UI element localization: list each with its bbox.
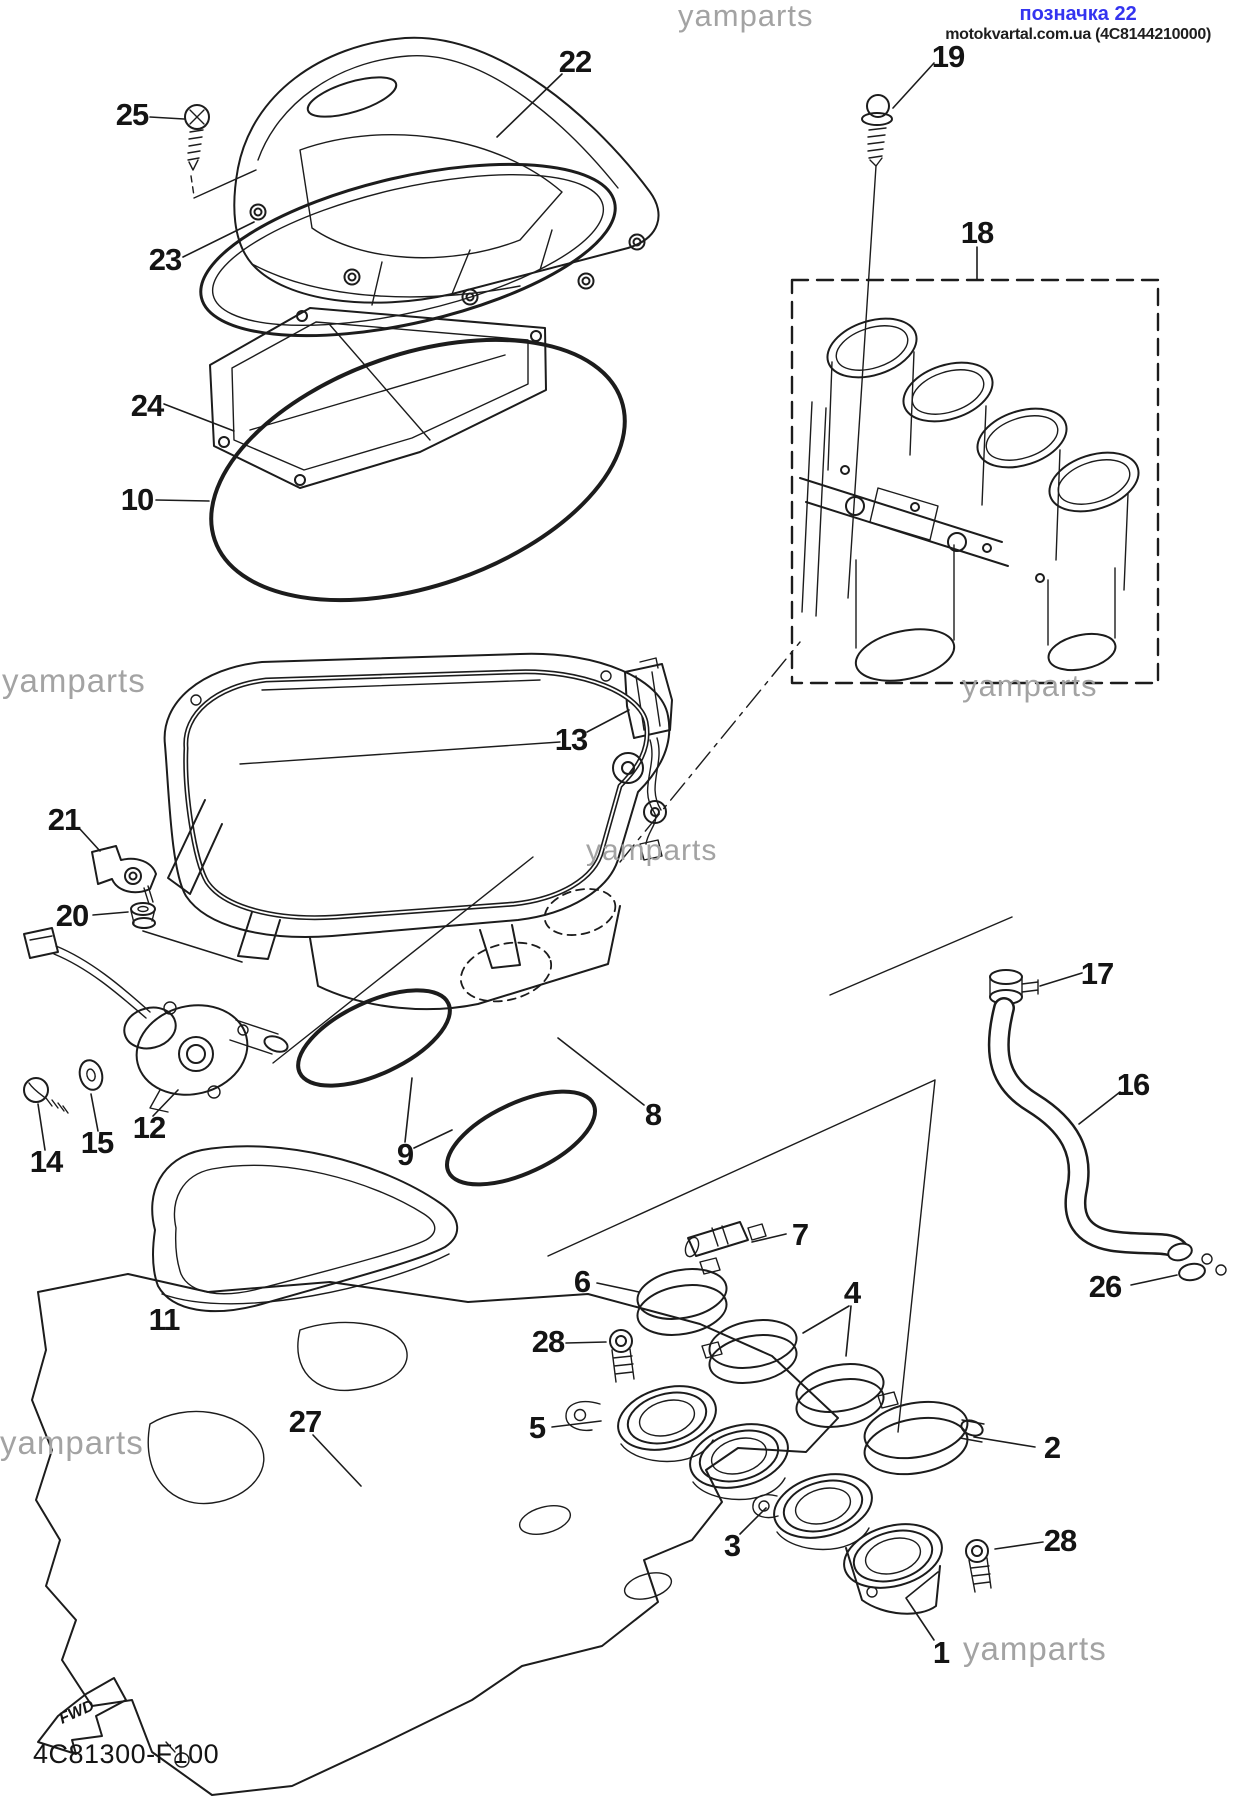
axis-lines (272, 641, 1013, 1433)
joint-boots-drawing (565, 1385, 943, 1615)
callout-28-28: 28 (1043, 1523, 1077, 1558)
callout-15: 15 (80, 1125, 114, 1160)
header-right: позначка 22 motokvartal.com.ua (4C814421… (945, 3, 1211, 44)
bolt-19-drawing (861, 94, 893, 167)
callout-20: 20 (55, 898, 89, 933)
duct-11-drawing (151, 1145, 459, 1313)
diagram-code: 4C81300-F100 (33, 1739, 220, 1769)
callout-2: 2 (1043, 1430, 1061, 1465)
callout-28-27: 28 (531, 1324, 565, 1359)
air-cleaner-cover-drawing (233, 36, 660, 306)
callout-19: 19 (931, 39, 965, 74)
header-note: позначка 22 (1019, 3, 1137, 25)
cover-seal-drawing (199, 162, 617, 338)
callout-23: 23 (148, 242, 182, 277)
callout-8: 8 (644, 1097, 662, 1132)
callout-11: 11 (148, 1302, 181, 1337)
watermark-2: yamparts (962, 668, 1098, 703)
watermark-0: yamparts (678, 0, 814, 33)
callout-14: 14 (29, 1144, 63, 1179)
screw-25-drawing (184, 104, 257, 199)
watermark-3: yamparts (586, 834, 718, 867)
hose-group-drawing (987, 969, 1227, 1282)
callout-13: 13 (554, 722, 588, 757)
callout-26: 26 (1088, 1269, 1122, 1304)
case-seal-drawing (209, 337, 627, 603)
callout-18: 18 (960, 215, 994, 250)
watermark-1: yamparts (2, 662, 146, 699)
fitting-7-drawing (684, 1221, 767, 1258)
servo-group-drawing (23, 845, 289, 1114)
callout-5: 5 (528, 1410, 546, 1445)
clamps-drawing (636, 1257, 985, 1476)
callout-12: 12 (132, 1110, 166, 1145)
callout-7: 7 (791, 1217, 809, 1252)
watermark-5: yamparts (963, 1630, 1107, 1667)
callout-24: 24 (130, 388, 164, 423)
sensor-13-drawing (624, 657, 673, 861)
gaskets-9-drawing (296, 988, 597, 1187)
heat-shield-drawing (31, 1273, 839, 1796)
air-cleaner-case-drawing (163, 652, 671, 1011)
filter-element-drawing (209, 307, 547, 489)
header-site-url: motokvartal.com.ua (4C8144210000) (945, 26, 1211, 43)
bolts-28-drawing (609, 1329, 992, 1593)
callout-1: 1 (932, 1635, 950, 1670)
callout-10: 10 (120, 482, 154, 517)
callout-25: 25 (115, 97, 149, 132)
callout-3: 3 (723, 1528, 741, 1563)
watermark-4: yamparts (0, 1424, 144, 1461)
callout-22: 22 (558, 44, 592, 79)
callout-21: 21 (47, 802, 81, 837)
callout-27: 27 (288, 1404, 322, 1439)
callout-16: 16 (1116, 1067, 1150, 1102)
callout-9: 9 (396, 1137, 414, 1172)
callout-4: 4 (843, 1275, 861, 1310)
leader-lines (37, 62, 1178, 1641)
callout-6: 6 (573, 1264, 591, 1299)
throttle-body-box-drawing (790, 278, 1160, 685)
callout-17: 17 (1080, 956, 1114, 991)
